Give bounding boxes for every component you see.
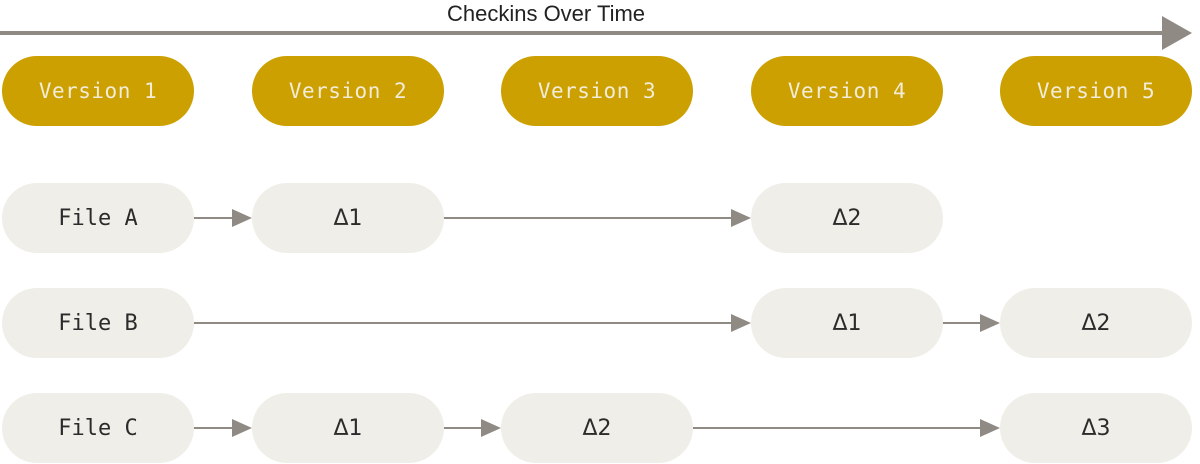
- file-b-delta-1: Δ1: [751, 288, 943, 358]
- file-c-pill: File C: [2, 393, 194, 463]
- file-c-delta-2: Δ2: [501, 393, 693, 463]
- version-pill-2: Version 2: [252, 56, 444, 126]
- version-pill-4-label: Version 4: [787, 79, 907, 103]
- file-a-delta-2-label: Δ2: [832, 205, 862, 231]
- file-a-pill: File A: [2, 183, 194, 253]
- file-a-delta-1-label: Δ1: [333, 205, 363, 231]
- version-pill-3-label: Version 3: [537, 79, 657, 103]
- file-b-pill-label: File B: [58, 310, 138, 336]
- file-b-arrow-1-head: [731, 314, 751, 332]
- file-a-arrow-1: [194, 209, 252, 227]
- file-c-delta-1: Δ1: [252, 393, 444, 463]
- version-pill-1: Version 1: [2, 56, 194, 126]
- file-c-arrow-1: [194, 419, 252, 437]
- file-a-arrow-2-head: [731, 209, 751, 227]
- file-c-arrow-1-head: [232, 419, 252, 437]
- file-b-delta-2-label: Δ2: [1081, 310, 1111, 336]
- version-pill-4: Version 4: [751, 56, 943, 126]
- version-pill-5: Version 5: [1000, 56, 1192, 126]
- version-pill-5-label: Version 5: [1036, 79, 1156, 103]
- file-c-arrow-2-head: [481, 419, 501, 437]
- file-a-arrow-2: [444, 209, 751, 227]
- file-b-delta-2: Δ2: [1000, 288, 1192, 358]
- file-a-pill-label: File A: [58, 205, 138, 231]
- file-c-delta-1-label: Δ1: [333, 415, 363, 441]
- file-c-delta-2-label: Δ2: [582, 415, 612, 441]
- version-pill-3: Version 3: [501, 56, 693, 126]
- file-c-arrow-3-head: [980, 419, 1000, 437]
- file-c-delta-3-label: Δ3: [1081, 415, 1111, 441]
- file-b-arrow-2: [943, 314, 1000, 332]
- version-pill-1-label: Version 1: [38, 79, 158, 103]
- timeline-arrow-head: [1162, 16, 1192, 50]
- version-pill-2-label: Version 2: [288, 79, 408, 103]
- file-c-arrow-2: [444, 419, 501, 437]
- file-a-arrow-1-head: [232, 209, 252, 227]
- diagram-title: Checkins Over Time: [446, 1, 646, 26]
- file-a-delta-1: Δ1: [252, 183, 444, 253]
- file-a-delta-2: Δ2: [751, 183, 943, 253]
- file-c-pill-label: File C: [58, 415, 138, 441]
- file-b-arrow-1: [194, 314, 751, 332]
- file-b-pill: File B: [2, 288, 194, 358]
- file-b-delta-1-label: Δ1: [832, 310, 862, 336]
- file-b-arrow-2-head: [980, 314, 1000, 332]
- file-c-arrow-3: [693, 419, 1000, 437]
- file-c-delta-3: Δ3: [1000, 393, 1192, 463]
- timeline-arrow: [0, 16, 1192, 50]
